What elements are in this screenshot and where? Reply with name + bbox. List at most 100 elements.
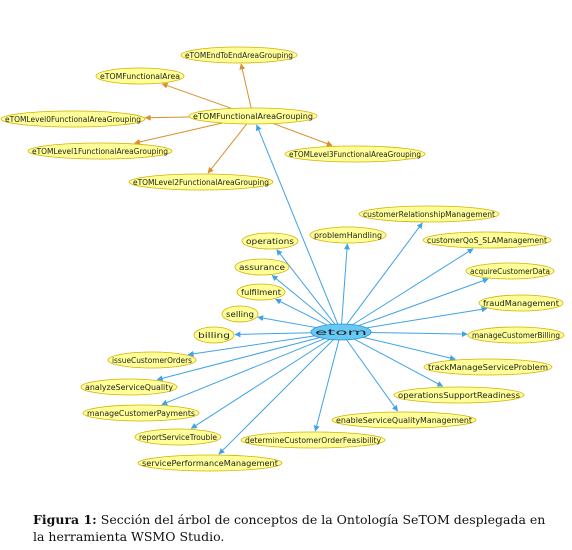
node-label-operationsSupportReadiness: operationsSupportReadiness: [398, 391, 520, 400]
node-shape-customerQoS_SLAManagement: [422, 231, 552, 249]
edge-eTOMFunctionalAreaGrouping-eTOMFunctionalArea: [161, 82, 232, 109]
node-shape-analyzeServiceQuality: [80, 378, 178, 396]
node-manageCustomerBilling[interactable]: manageCustomerBilling: [467, 326, 565, 344]
node-manageCustomerPayments[interactable]: manageCustomerPayments: [82, 404, 200, 422]
node-shape-billing: [193, 326, 235, 344]
node-label-etom: etom: [315, 328, 368, 337]
node-acquireCustomerData[interactable]: acquireCustomerData: [465, 262, 555, 280]
node-label-determineCustomerOrderFeasibility: determineCustomerOrderFeasibility: [245, 436, 381, 445]
node-assurance[interactable]: assurance: [234, 258, 290, 276]
edge-etom-enableServiceQualityManagement: [346, 339, 398, 412]
edge-etom-selling: [257, 315, 317, 329]
node-determineCustomerOrderFeasibility[interactable]: determineCustomerOrderFeasibility: [240, 431, 386, 449]
node-customerRelationshipManagement[interactable]: customerRelationshipManagement: [358, 205, 500, 223]
node-label-enableServiceQualityManagement: enableServiceQualityManagement: [336, 416, 472, 425]
edges-layer: [134, 63, 489, 455]
node-shape-manageCustomerBilling: [467, 326, 565, 344]
edge-etom-fulfilment: [275, 298, 328, 326]
node-shape-determineCustomerOrderFeasibility: [240, 431, 386, 449]
edge-etom-billing: [234, 331, 312, 338]
node-shape-eTOMLevel1FunctionalAreaGrouping: [27, 142, 173, 160]
node-label-analyzeServiceQuality: analyzeServiceQuality: [85, 383, 173, 392]
node-label-operations: operations: [246, 237, 294, 246]
node-issueCustomerOrders[interactable]: issueCustomerOrders: [107, 351, 197, 369]
node-shape-eTOMFunctionalArea: [95, 67, 185, 85]
node-label-eTOMLevel3FunctionalAreaGrouping: eTOMLevel3FunctionalAreaGrouping: [289, 150, 421, 159]
node-shape-enableServiceQualityManagement: [331, 411, 477, 429]
node-shape-eTOMLevel0FunctionalAreaGrouping: [0, 110, 146, 128]
concept-tree-graph: etom operations assurance fulfilment selling…: [0, 46, 565, 472]
node-shape-eTOMLevel3FunctionalAreaGrouping: [284, 145, 426, 163]
node-shape-fraudManagement: [478, 294, 564, 312]
node-selling[interactable]: selling: [221, 305, 259, 323]
edge-eTOMFunctionalAreaGrouping-eTOMLevel3FunctionalAreaGrouping: [273, 123, 333, 147]
edge-etom-manageCustomerBilling: [370, 331, 468, 338]
node-label-assurance: assurance: [239, 263, 285, 272]
node-eTOMLevel1FunctionalAreaGrouping[interactable]: eTOMLevel1FunctionalAreaGrouping: [27, 142, 173, 160]
node-billing[interactable]: billing: [193, 326, 235, 344]
node-label-issueCustomerOrders: issueCustomerOrders: [112, 356, 192, 365]
node-etom[interactable]: etom: [310, 323, 372, 341]
node-label-manageCustomerBilling: manageCustomerBilling: [472, 331, 560, 340]
node-trackManageServiceProblem[interactable]: trackManageServiceProblem: [423, 358, 553, 376]
node-label-eTOMLevel1FunctionalAreaGrouping: eTOMLevel1FunctionalAreaGrouping: [32, 147, 168, 156]
node-label-customerRelationshipManagement: customerRelationshipManagement: [363, 210, 495, 219]
edge-etom-customerRelationshipManagement: [346, 222, 423, 325]
node-shape-operations: [241, 232, 299, 250]
node-label-eTOMFunctionalArea: eTOMFunctionalArea: [100, 72, 180, 81]
node-label-billing: billing: [198, 331, 230, 340]
edge-etom-reportServiceTrouble: [190, 338, 330, 429]
node-customerQoS_SLAManagement[interactable]: customerQoS_SLAManagement: [422, 231, 552, 249]
edge-etom-customerQoS_SLAManagement: [352, 248, 474, 326]
node-reportServiceTrouble[interactable]: reportServiceTrouble: [134, 428, 222, 446]
node-eTOMFunctionalArea[interactable]: eTOMFunctionalArea: [95, 67, 185, 85]
node-fraudManagement[interactable]: fraudManagement: [478, 294, 564, 312]
node-servicePerformanceManagement[interactable]: servicePerformanceManagement: [137, 454, 283, 472]
node-shape-assurance: [234, 258, 290, 276]
node-label-eTOMLevel2FunctionalAreaGrouping: eTOMLevel2FunctionalAreaGrouping: [133, 178, 269, 187]
nodes-layer: etom operations assurance fulfilment selling…: [0, 46, 565, 472]
edge-eTOMFunctionalAreaGrouping-eTOMLevel0FunctionalAreaGrouping: [144, 114, 190, 121]
node-shape-reportServiceTrouble: [134, 428, 222, 446]
node-operationsSupportReadiness[interactable]: operationsSupportReadiness: [393, 386, 525, 404]
node-shape-customerRelationshipManagement: [358, 205, 500, 223]
node-shape-manageCustomerPayments: [82, 404, 200, 422]
node-shape-issueCustomerOrders: [107, 351, 197, 369]
node-eTOMEndToEndAreaGrouping[interactable]: eTOMEndToEndAreaGrouping: [180, 46, 298, 64]
node-shape-operationsSupportReadiness: [393, 386, 525, 404]
node-label-servicePerformanceManagement: servicePerformanceManagement: [142, 459, 278, 468]
node-label-eTOMFunctionalAreaGrouping: eTOMFunctionalAreaGrouping: [193, 112, 313, 121]
node-label-trackManageServiceProblem: trackManageServiceProblem: [428, 363, 548, 372]
edge-etom-operationsSupportReadiness: [354, 338, 444, 387]
node-analyzeServiceQuality[interactable]: analyzeServiceQuality: [80, 378, 178, 396]
edge-etom-issueCustomerOrders: [187, 335, 315, 357]
node-fulfilment[interactable]: fulfilment: [236, 283, 286, 301]
node-eTOMLevel3FunctionalAreaGrouping[interactable]: eTOMLevel3FunctionalAreaGrouping: [284, 145, 426, 163]
node-label-fraudManagement: fraudManagement: [483, 299, 559, 308]
node-shape-fulfilment: [236, 283, 286, 301]
node-eTOMLevel0FunctionalAreaGrouping[interactable]: eTOMLevel0FunctionalAreaGrouping: [0, 110, 146, 128]
node-eTOMFunctionalAreaGrouping[interactable]: eTOMFunctionalAreaGrouping: [188, 107, 318, 125]
node-eTOMLevel2FunctionalAreaGrouping[interactable]: eTOMLevel2FunctionalAreaGrouping: [128, 173, 274, 191]
edge-etom-determineCustomerOrderFeasibility: [313, 339, 340, 432]
node-shape-selling: [221, 305, 259, 323]
node-label-manageCustomerPayments: manageCustomerPayments: [87, 409, 195, 418]
node-operations[interactable]: operations: [241, 232, 299, 250]
node-enableServiceQualityManagement[interactable]: enableServiceQualityManagement: [331, 411, 477, 429]
edge-etom-operations: [276, 249, 336, 325]
edge-etom-problemHandling: [341, 243, 350, 325]
edge-etom-trackManageServiceProblem: [363, 336, 456, 361]
edge-eTOMFunctionalAreaGrouping-eTOMEndToEndAreaGrouping: [239, 63, 252, 109]
node-label-eTOMLevel0FunctionalAreaGrouping: eTOMLevel0FunctionalAreaGrouping: [5, 115, 141, 124]
node-label-problemHandling: problemHandling: [314, 231, 382, 240]
figure-caption: Figura 1: Sección del árbol de conceptos…: [33, 511, 553, 545]
edge-eTOMFunctionalAreaGrouping-eTOMLevel1FunctionalAreaGrouping: [134, 122, 223, 145]
node-label-reportServiceTrouble: reportServiceTrouble: [139, 433, 217, 442]
edge-etom-eTOMFunctionalAreaGrouping: [255, 124, 339, 325]
node-label-selling: selling: [226, 310, 254, 319]
node-label-fulfilment: fulfilment: [241, 288, 281, 297]
node-problemHandling[interactable]: problemHandling: [309, 226, 387, 244]
node-shape-eTOMLevel2FunctionalAreaGrouping: [128, 173, 274, 191]
edge-etom-servicePerformanceManagement: [218, 339, 334, 455]
edge-eTOMFunctionalAreaGrouping-eTOMLevel2FunctionalAreaGrouping: [207, 123, 248, 174]
